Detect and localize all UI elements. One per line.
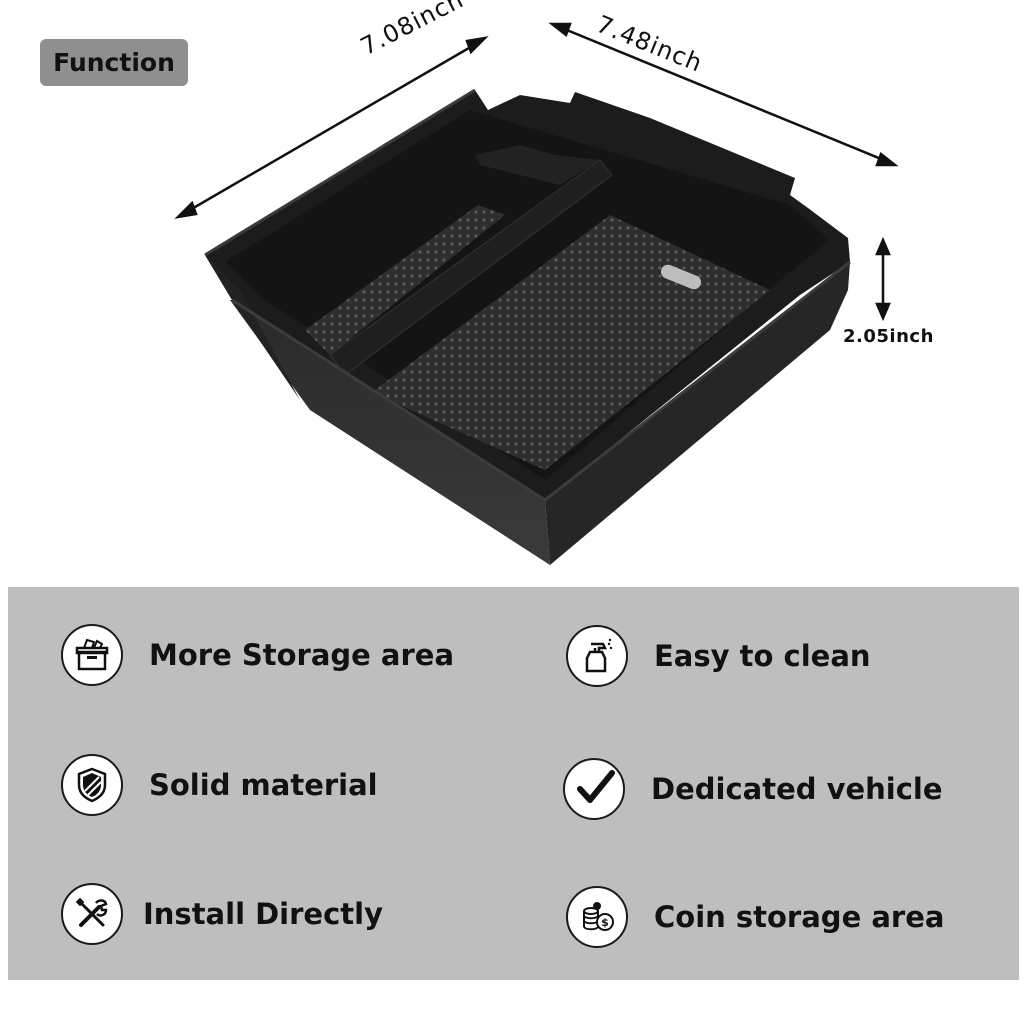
coins-icon: $ bbox=[566, 886, 628, 948]
product-image bbox=[174, 22, 899, 565]
feature-label: Solid material bbox=[149, 768, 378, 802]
tools-icon bbox=[61, 883, 123, 945]
checkmark-icon bbox=[563, 758, 625, 820]
feature-storage: More Storage area bbox=[61, 624, 454, 686]
feature-label: Coin storage area bbox=[654, 900, 945, 934]
feature-label: Dedicated vehicle bbox=[651, 772, 943, 806]
feature-label: More Storage area bbox=[149, 638, 455, 672]
feature-label: Easy to clean bbox=[654, 639, 871, 673]
storage-box-icon bbox=[61, 624, 123, 686]
feature-install-directly: Install Directly bbox=[61, 883, 383, 945]
features-panel bbox=[8, 587, 1019, 980]
feature-coin-storage: $ Coin storage area bbox=[566, 886, 944, 948]
feature-label: Install Directly bbox=[143, 897, 383, 931]
spray-bottle-icon bbox=[566, 625, 628, 687]
shield-icon bbox=[61, 754, 123, 816]
height-dimension-label: 2.05inch bbox=[843, 326, 934, 347]
dimension-arrows bbox=[174, 22, 899, 322]
feature-dedicated-vehicle: Dedicated vehicle bbox=[563, 758, 943, 820]
storage-tray bbox=[204, 88, 851, 565]
function-badge: Function bbox=[40, 39, 188, 86]
svg-text:$: $ bbox=[601, 916, 609, 929]
feature-solid-material: Solid material bbox=[61, 754, 378, 816]
feature-easy-clean: Easy to clean bbox=[566, 625, 871, 687]
